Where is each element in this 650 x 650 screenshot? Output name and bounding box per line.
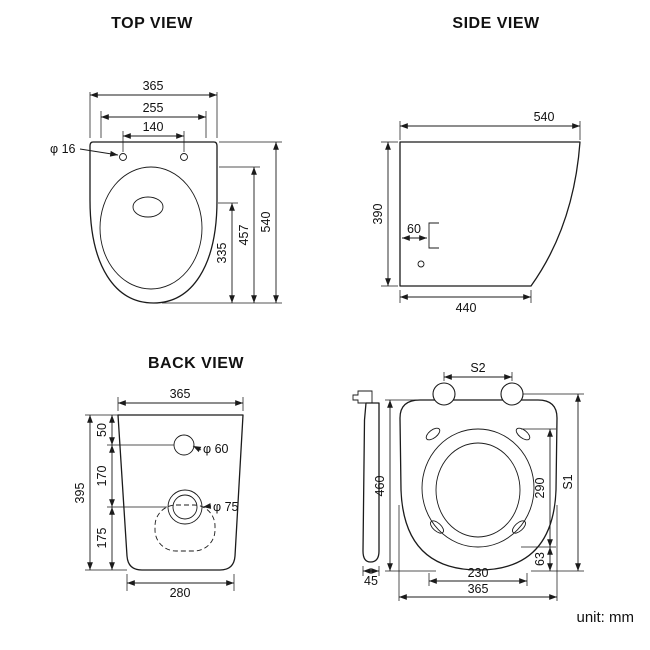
dim-seat-inner-width: 230 <box>468 566 489 580</box>
dim-back-seg-bottom: 175 <box>95 528 109 549</box>
dim-seat-rear-offset: 63 <box>533 552 547 566</box>
seat-bumper-top-left <box>425 427 441 441</box>
side-view: SIDE VIEW 540 390 60 440 <box>371 15 581 315</box>
dim-top-hole-diameter: φ 16 <box>50 142 76 156</box>
water-spot <box>132 196 164 218</box>
dim-top-depth-to-holes: 457 <box>237 225 251 246</box>
top-view-dimensions: 365 255 140 φ 16 335 457 540 <box>50 79 282 304</box>
dim-side-bracket-offset: 60 <box>407 222 421 236</box>
side-view-dimensions: 540 390 60 440 <box>371 110 581 315</box>
dim-back-inlet-diameter: φ 60 <box>203 442 229 456</box>
hinge-bolt-left <box>432 382 456 406</box>
dim-top-depth-overall: 540 <box>259 212 273 233</box>
dim-seat-lid-width: 365 <box>468 582 489 596</box>
seat-view-drawing <box>352 382 558 571</box>
toilet-top-outline <box>89 141 218 304</box>
mount-hole-right <box>180 153 188 161</box>
dim-seat-overall-length: S1 <box>561 474 575 489</box>
dim-back-height-overall: 395 <box>73 483 87 504</box>
back-view-dimensions: 365 50 170 175 395 φ 60 φ 75 280 <box>73 387 244 600</box>
unit-note: unit: mm <box>576 609 634 626</box>
dim-back-outlet-diameter: φ 75 <box>213 500 239 514</box>
back-view-drawing <box>117 414 244 571</box>
seat-lid-outline <box>399 399 558 571</box>
seat-bumper-bottom-right <box>512 520 526 534</box>
toilet-side-outline <box>399 141 581 287</box>
fixing-hole <box>417 260 425 268</box>
seat-bumper-top-right <box>515 427 531 441</box>
dim-top-width-tank-holes: 140 <box>143 120 164 134</box>
top-view-drawing <box>89 141 218 304</box>
dim-top-bowl-length: 335 <box>215 243 229 264</box>
seat-ring-inner <box>435 442 521 538</box>
seat-bumper-bottom-left <box>430 520 444 534</box>
dim-side-depth-bottom: 440 <box>456 301 477 315</box>
side-view-drawing <box>399 141 581 287</box>
dim-seat-side-width: 45 <box>364 574 378 588</box>
dim-seat-hinge-spacing: S2 <box>470 361 485 375</box>
outlet-hole-inner <box>172 494 198 520</box>
back-view-title: BACK VIEW <box>148 355 244 372</box>
dim-back-width-top: 365 <box>170 387 191 401</box>
hinge-bolt-right <box>500 382 524 406</box>
bowl-rim <box>99 166 203 290</box>
seat-side-profile <box>362 402 380 563</box>
top-view: TOP VIEW 365 255 140 φ 16 335 <box>50 15 282 304</box>
dim-top-width-seat-holes: 255 <box>143 101 164 115</box>
trapway-hidden-outline <box>154 504 216 552</box>
side-view-title: SIDE VIEW <box>452 15 540 32</box>
dim-back-seg-mid: 170 <box>95 466 109 487</box>
seat-view: S2 460 S1 290 63 230 365 45 <box>352 361 584 601</box>
mount-hole-left <box>119 153 127 161</box>
seat-hinge-detail <box>352 390 373 404</box>
back-view: BACK VIEW 365 50 170 175 395 φ 60 φ <box>73 355 244 600</box>
inlet-hole <box>173 434 195 456</box>
dim-side-height: 390 <box>371 204 385 225</box>
top-view-title: TOP VIEW <box>111 15 193 32</box>
dim-back-seg-top: 50 <box>95 423 109 437</box>
seat-ring-outer <box>421 428 535 548</box>
dim-seat-opening-length: 290 <box>533 478 547 499</box>
dim-top-width-overall: 365 <box>143 79 164 93</box>
dim-back-width-bottom: 280 <box>170 586 191 600</box>
dim-seat-lid-length: 460 <box>373 476 387 497</box>
fixing-bracket <box>428 222 439 249</box>
seat-view-dimensions: S2 460 S1 290 63 230 365 45 <box>362 361 584 601</box>
dim-side-depth-top: 540 <box>534 110 555 124</box>
toilet-back-outline <box>117 414 244 571</box>
